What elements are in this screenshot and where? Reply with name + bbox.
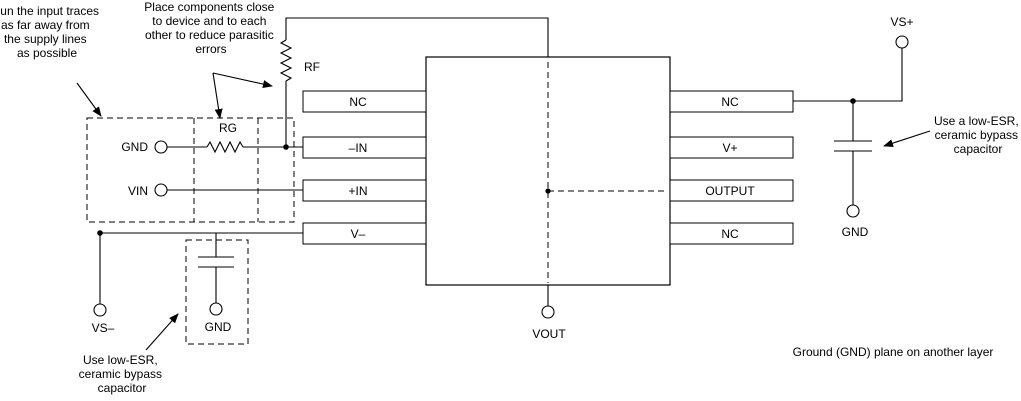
rf-resistor bbox=[279, 39, 293, 82]
left-bypass-zone bbox=[185, 239, 249, 345]
pin-positive-supply bbox=[669, 136, 794, 159]
note-input-traces-arrow bbox=[76, 82, 102, 117]
note-bypass-left-arrow bbox=[145, 313, 179, 351]
feedback-trace bbox=[285, 17, 549, 57]
vout-label: VOUT bbox=[532, 327, 566, 341]
gnd-bypass-right-terminal[interactable] bbox=[846, 204, 860, 218]
pin-label: V+ bbox=[722, 141, 737, 155]
vin-terminal[interactable] bbox=[154, 183, 168, 197]
note-bypass-right: Use a low-ESR, ceramic bypass capacitor bbox=[934, 114, 1021, 156]
note-bypass-right-arrow bbox=[883, 130, 931, 148]
rg-label: RG bbox=[219, 121, 237, 135]
pin-label: –IN bbox=[349, 141, 368, 155]
note-place-components-arrow-rf bbox=[212, 72, 273, 88]
pin-output bbox=[669, 179, 794, 202]
inverting-junction-dot bbox=[283, 144, 289, 150]
note-place-components: Place components close to device and to … bbox=[144, 0, 277, 56]
note-ground-plane: Ground (GND) plane on another layer bbox=[793, 345, 994, 359]
pin-label: +IN bbox=[348, 184, 367, 198]
gnd-input-terminal[interactable] bbox=[154, 140, 168, 154]
gnd-bypass-left-terminal[interactable] bbox=[209, 302, 223, 316]
vs-minus-terminal[interactable] bbox=[93, 303, 107, 317]
note-bypass-left: Use low-ESR, ceramic bypass capacitor bbox=[79, 353, 166, 395]
note-input-traces: Run the input traces as far away from th… bbox=[0, 4, 102, 60]
output-junction-dot bbox=[545, 188, 551, 194]
pin-nc-right-bottom bbox=[669, 222, 794, 245]
vs-minus-label: VS– bbox=[92, 321, 115, 335]
amplifier-body bbox=[425, 56, 671, 286]
pin-label: NC bbox=[721, 227, 739, 241]
vs-plus-terminal[interactable] bbox=[895, 35, 909, 49]
rg-resistor bbox=[206, 140, 244, 154]
vs-plus-trace bbox=[793, 48, 903, 102]
rf-label: RF bbox=[304, 60, 320, 74]
input-trace-zone bbox=[86, 117, 295, 223]
left-bypass-capacitor bbox=[198, 256, 234, 268]
vs-plus-label: VS+ bbox=[890, 15, 913, 29]
right-bypass-capacitor bbox=[834, 140, 872, 152]
pin-nc-left bbox=[302, 90, 427, 113]
pin-label: NC bbox=[349, 95, 367, 109]
gnd-bypass-left-label: GND bbox=[205, 320, 232, 334]
pin-label: V– bbox=[351, 227, 366, 241]
vin-label: VIN bbox=[128, 184, 148, 198]
pin-label: NC bbox=[721, 95, 739, 109]
vout-terminal[interactable] bbox=[541, 305, 555, 319]
note-place-components-arrow-rg bbox=[212, 72, 223, 119]
pin-label: OUTPUT bbox=[705, 184, 755, 198]
gnd-bypass-right-label: GND bbox=[842, 225, 869, 239]
internal-output-trace bbox=[547, 62, 668, 283]
gnd-input-label: GND bbox=[121, 140, 148, 154]
